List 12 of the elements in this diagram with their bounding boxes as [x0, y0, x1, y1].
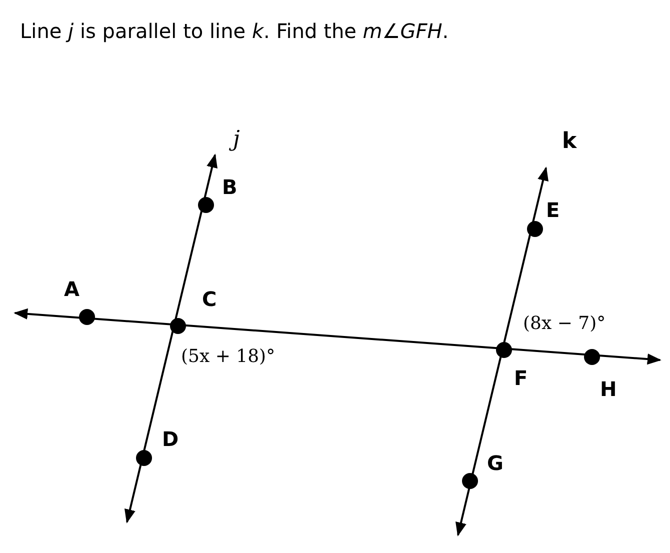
question-text: Line j is parallel to line k. Find the m∠GFH. [20, 20, 449, 42]
point-label: G [487, 452, 504, 474]
angle-label: (8x − 7)° [523, 314, 606, 334]
point-label: F [514, 367, 528, 389]
point-label: B [222, 176, 238, 198]
point-label: H [600, 378, 617, 400]
point-label: C [202, 288, 217, 310]
point-label: D [162, 428, 179, 450]
point-label: A [64, 278, 80, 300]
line-name: k [562, 130, 577, 154]
angle-label: (5x + 18)° [181, 347, 276, 367]
point-label: E [546, 199, 560, 221]
